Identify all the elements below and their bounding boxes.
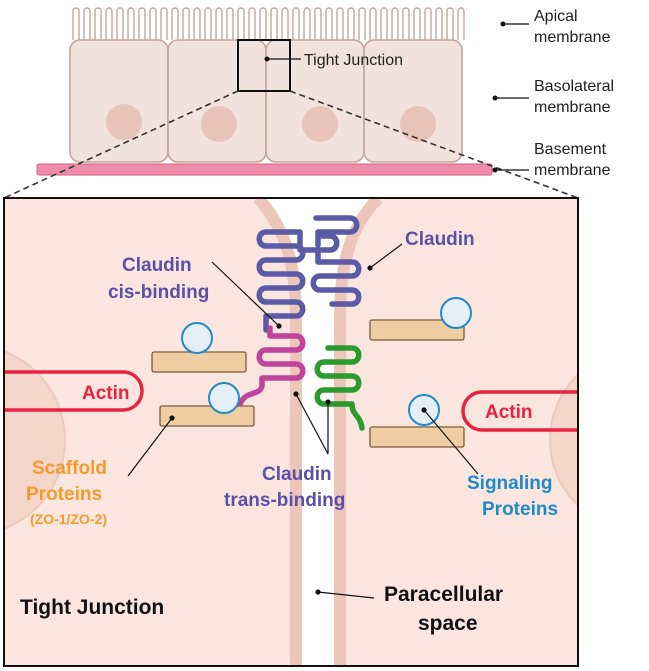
label-claudin-cis-line-2: cis-binding [108,282,209,303]
basement-membrane-bar [36,163,493,176]
panel-pointer-dots [169,265,427,595]
label-scaffold-line-1: Scaffold [32,458,107,479]
label-basolateral-line-1: Basolateral [534,78,614,95]
right-cell-bulge [549,373,578,507]
nucleus-2 [201,106,237,142]
label-basement-line-1: Basement [534,141,607,158]
label-paracellular-line-1: Paracellular [384,583,503,606]
left-cell-bulge [4,350,66,530]
label-basement-line-2: membrane [534,162,611,179]
label-apical-line-2: membrane [534,29,611,46]
epithelial-cell-4 [363,39,463,163]
epithelial-cell-layer [69,7,465,163]
label-claudin: Claudin [405,229,475,250]
scaffold-protein-1 [151,351,247,373]
label-scaffold-line-2: Proteins [26,484,102,505]
label-claudin-trans-line-1: Claudin [262,464,332,485]
scaffold-protein-3 [369,319,465,341]
zoom-panel-content [4,198,578,666]
label-apical-line-1: Apical [534,8,578,25]
zoom-panel-frame [3,197,579,667]
signaling-protein-1 [181,322,213,354]
claudin-green-strand [314,345,365,431]
label-scaffold-line-3: (ZO-1/ZO-2) [30,511,107,527]
actin-right-filament [461,390,578,432]
signaling-protein-3 [440,297,472,329]
label-tight-junction-top: Tight Junction [304,52,403,69]
scaffold-protein-4 [369,426,465,448]
label-claudin-trans-line-2: trans-binding [224,490,345,511]
nucleus-4 [400,106,436,142]
label-tight-junction-bottom: Tight Junction [20,596,164,619]
claudin-magenta-strand [237,325,306,407]
paracellular-space [258,198,378,666]
signaling-protein-2 [208,382,240,414]
top-pointer-lines [267,23,529,171]
label-actin-right: Actin [485,402,533,423]
membrane-left [253,198,302,666]
epithelial-cell-1 [69,39,169,163]
zoom-line-left [3,90,239,199]
scaffold-protein-2 [159,405,255,427]
zoom-line-right [289,90,579,199]
label-actin-left: Actin [82,383,130,404]
label-signaling-line-1: Signaling [467,473,553,494]
claudin-blue-strand-right [310,215,362,307]
microvilli-row [72,7,465,40]
label-claudin-cis-line-1: Claudin [122,255,192,276]
claudin-blue-strand [256,229,340,333]
membrane-right [334,198,383,666]
nucleus-3 [302,106,338,142]
nucleus-1 [106,104,142,140]
label-signaling-line-2: Proteins [482,499,558,520]
zoom-box [237,39,291,92]
top-pointer-dots [264,21,506,173]
actin-left-filament [4,370,144,412]
label-basolateral-line-2: membrane [534,99,611,116]
label-paracellular-line-2: space [418,612,478,635]
panel-pointer-lines [127,243,479,599]
